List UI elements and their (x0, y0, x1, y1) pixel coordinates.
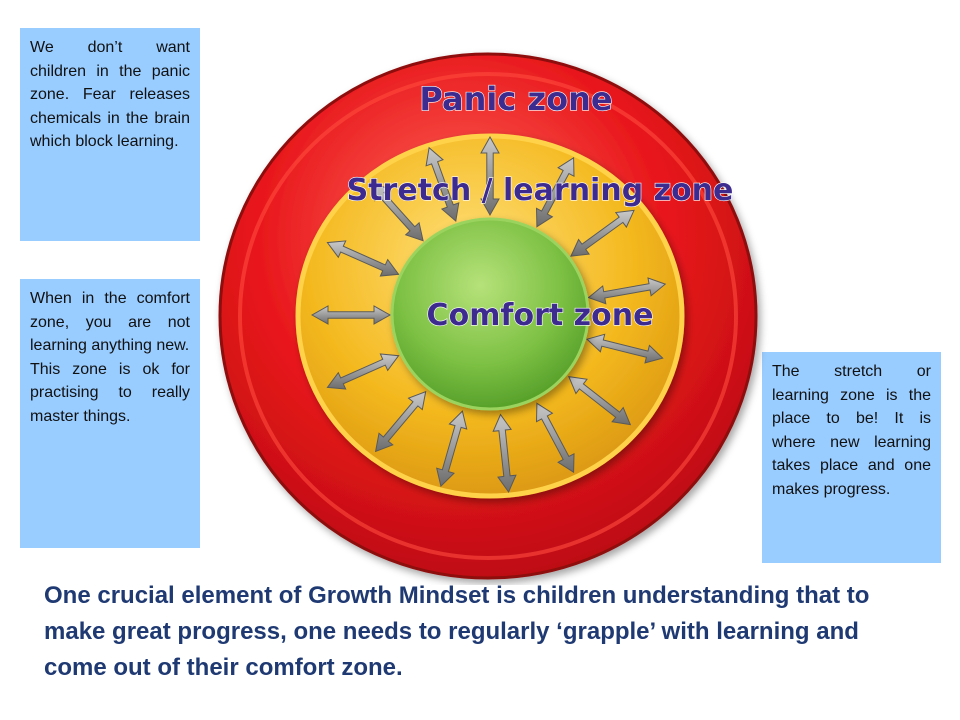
double-arrow-icon (425, 146, 460, 222)
panic-zone-label: Panic zone (419, 80, 612, 118)
panic-zone-note: We don’t want children in the panic zone… (20, 28, 200, 241)
panic-zone-note-text: We don’t want children in the panic zone… (30, 39, 190, 150)
double-arrow-icon (587, 277, 667, 305)
caption: One crucial element of Growth Mindset is… (44, 582, 870, 681)
stretch-zone-note: The stretch or learning zone is the plac… (762, 352, 941, 563)
double-arrow-icon (370, 181, 424, 242)
comfort-zone-label: Comfort zone (427, 298, 654, 333)
double-arrow-icon (586, 333, 664, 364)
double-arrow-icon (326, 240, 400, 277)
stretch-zone-label: Stretch / learning zone (347, 173, 734, 208)
double-arrow-icon (567, 375, 632, 426)
double-arrow-icon (480, 135, 500, 217)
zone-diagram: Panic zone Stretch / learning zone Comfo… (218, 52, 758, 580)
double-arrow-icon (570, 209, 635, 257)
double-arrow-icon (492, 413, 517, 494)
double-arrow-icon (436, 410, 468, 488)
panic-zone-rim (238, 72, 738, 560)
double-arrow-icon (535, 402, 575, 474)
double-arrow-icon (310, 305, 392, 325)
comfort-zone-note-text-1: When in the comfort zone, you are not le… (30, 290, 190, 354)
stretch-zone-note-text: The stretch or learning zone is the plac… (772, 363, 931, 498)
double-arrow-icon (374, 390, 427, 453)
comfort-zone-circle (390, 217, 590, 411)
comfort-zone-note: When in the comfort zone, you are not le… (20, 279, 200, 548)
comfort-zone-note-text-2: This zone is ok for practising to really… (30, 360, 190, 425)
double-arrow-icon (326, 353, 400, 390)
double-arrow-icon (535, 156, 575, 228)
arrows-group (310, 135, 667, 494)
